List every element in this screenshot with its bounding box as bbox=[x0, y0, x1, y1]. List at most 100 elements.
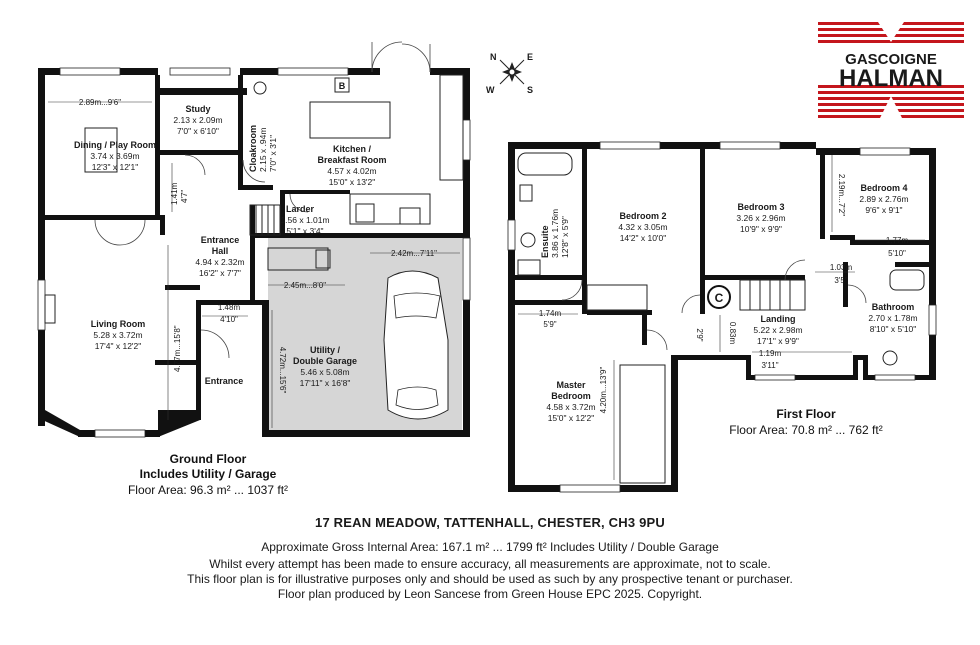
compass-e: E bbox=[527, 52, 533, 62]
property-address: 17 REAN MEADOW, TATTENHALL, CHESTER, CH3… bbox=[315, 515, 665, 530]
room-bedroom-4-imperial: 9'6" x 9'1" bbox=[865, 205, 902, 215]
room-entrance: Entrance bbox=[205, 376, 244, 386]
dim-label: 2.42m...7'11" bbox=[391, 249, 437, 258]
room-study: Study bbox=[185, 104, 210, 114]
window bbox=[37, 279, 46, 331]
dim-label: 0.83m bbox=[728, 322, 737, 345]
room-larder: Larder bbox=[286, 204, 315, 214]
room-living: Living Room bbox=[91, 319, 146, 329]
room-hall-line2: Hall bbox=[212, 246, 229, 256]
window bbox=[507, 219, 516, 251]
window bbox=[874, 374, 916, 381]
room-utility-line1: Utility / bbox=[310, 345, 341, 355]
garage-door bbox=[462, 237, 471, 301]
room-bathroom: Bathroom bbox=[872, 302, 915, 312]
dim-label: 2.45m...8'0" bbox=[284, 281, 326, 290]
first-floor-area: Floor Area: 70.8 m² ... 762 ft² bbox=[729, 423, 882, 437]
room-hall-imperial: 16'2" x 7'7" bbox=[199, 268, 241, 278]
room-kitchen-line1: Kitchen / bbox=[333, 144, 372, 154]
room-bedroom-2-metric: 4.32 x 3.05m bbox=[618, 222, 667, 232]
dim-label: 4'7" bbox=[180, 190, 189, 203]
logo-text-top: GASCOIGNE bbox=[845, 51, 937, 68]
kitchen-island bbox=[309, 101, 391, 139]
room-living-metric: 5.28 x 3.72m bbox=[93, 330, 142, 340]
window bbox=[599, 141, 661, 150]
disclaimer-line: Whilst every attempt has been made to en… bbox=[209, 557, 771, 571]
toilet-icon bbox=[882, 350, 898, 366]
room-larder-imperial: 5'1" x 3'4" bbox=[286, 226, 323, 236]
ground-floor-subtitle: Includes Utility / Garage bbox=[140, 467, 277, 481]
window bbox=[928, 304, 937, 336]
window bbox=[94, 429, 146, 438]
dim-label: 1.41m bbox=[170, 182, 179, 205]
room-ensuite-imperial: 12'8" x 5'9" bbox=[560, 216, 570, 258]
toilet-icon bbox=[520, 232, 536, 248]
compass-s: S bbox=[527, 85, 533, 95]
bath-icon bbox=[517, 152, 573, 176]
room-hall-line1: Entrance bbox=[201, 235, 240, 245]
room-bedroom-2: Bedroom 2 bbox=[619, 211, 666, 221]
dim-label: 2.89m...9'6" bbox=[79, 98, 121, 107]
brand-logo: GASCOIGNE HALMAN bbox=[818, 20, 964, 122]
dim-label: 2'9" bbox=[695, 328, 704, 341]
room-landing-metric: 5.22 x 2.98m bbox=[753, 325, 802, 335]
ground-floor-plan: B Dining / Play Room 3.74 x 3.69m 12'3" … bbox=[37, 41, 471, 497]
disclaimer-line: This floor plan is for illustrative purp… bbox=[187, 572, 793, 586]
room-cloakroom: Cloakroom bbox=[248, 125, 258, 172]
disclaimer-line: Floor plan produced by Leon Sancese from… bbox=[277, 587, 703, 601]
dim-label: 4.77m...15'8" bbox=[173, 325, 182, 372]
room-study-imperial: 7'0" x 6'10" bbox=[177, 126, 219, 136]
room-bathroom-imperial: 8'10" x 5'10" bbox=[870, 324, 917, 334]
room-bedroom-3-metric: 3.26 x 2.96m bbox=[736, 213, 785, 223]
gross-area: Approximate Gross Internal Area: 167.1 m… bbox=[261, 540, 719, 554]
cylinder-label: C bbox=[715, 291, 724, 305]
wardrobe bbox=[586, 284, 648, 311]
room-living-imperial: 17'4" x 12'2" bbox=[95, 341, 142, 351]
dim-label: 5'10" bbox=[888, 249, 906, 258]
room-bedroom-2-imperial: 14'2" x 10'0" bbox=[620, 233, 667, 243]
sink-icon bbox=[519, 184, 533, 202]
hob-icon bbox=[399, 207, 421, 225]
room-cloakroom-imperial: 7'0" x 3'1" bbox=[268, 135, 278, 172]
room-kitchen-line2: Breakfast Room bbox=[317, 155, 386, 165]
compass-icon: N E S W bbox=[486, 52, 533, 95]
ground-floor-area: Floor Area: 96.3 m² ... 1037 ft² bbox=[128, 483, 288, 497]
room-bedroom-3: Bedroom 3 bbox=[737, 202, 784, 212]
room-ensuite: Ensuite bbox=[540, 225, 550, 258]
compass-n: N bbox=[490, 52, 497, 62]
dim-label: 4'10" bbox=[220, 315, 238, 324]
room-larder-metric: 1.56 x 1.01m bbox=[280, 215, 329, 225]
room-ensuite-metric: 3.86 x 1.76m bbox=[550, 209, 560, 258]
room-bedroom-3-imperial: 10'9" x 9'9" bbox=[740, 224, 782, 234]
room-utility-line2: Double Garage bbox=[293, 356, 357, 366]
window bbox=[754, 374, 796, 381]
room-bedroom-4: Bedroom 4 bbox=[860, 183, 907, 193]
room-cloakroom-metric: 2.15 x .94m bbox=[258, 128, 268, 172]
wardrobe bbox=[619, 364, 666, 484]
logo-text-bottom: HALMAN bbox=[839, 65, 943, 92]
staircase bbox=[739, 279, 806, 311]
window bbox=[462, 119, 471, 161]
bath-icon bbox=[889, 269, 925, 291]
boiler-icon bbox=[334, 77, 350, 93]
sink-icon bbox=[315, 249, 331, 269]
dim-label: 1.03m bbox=[830, 263, 853, 272]
first-floor-plan: C Ensuite 3.86 x 1.76m 12'8" x 5'9" Bedr… bbox=[507, 141, 937, 493]
dim-label: 3'5" bbox=[834, 276, 847, 285]
staircase bbox=[249, 204, 281, 236]
dim-label: 1.74m bbox=[539, 309, 562, 318]
toilet-icon bbox=[253, 81, 267, 95]
fireplace-icon bbox=[44, 294, 56, 324]
room-landing-imperial: 17'1" x 9'9" bbox=[757, 336, 799, 346]
oven-icon bbox=[355, 203, 375, 223]
room-hall-metric: 4.94 x 2.32m bbox=[195, 257, 244, 267]
window bbox=[859, 147, 911, 156]
room-utility-imperial: 17'11" x 16'8" bbox=[300, 378, 351, 388]
room-dining-imperial: 12'3" x 12'1" bbox=[92, 162, 139, 172]
dim-label: 1.19m bbox=[759, 349, 782, 358]
dim-label: 1.77m bbox=[886, 236, 909, 245]
dim-label: 2.19m...7'2" bbox=[837, 174, 846, 216]
compass-w: W bbox=[486, 85, 495, 95]
window bbox=[277, 67, 349, 76]
car-icon bbox=[383, 270, 449, 420]
